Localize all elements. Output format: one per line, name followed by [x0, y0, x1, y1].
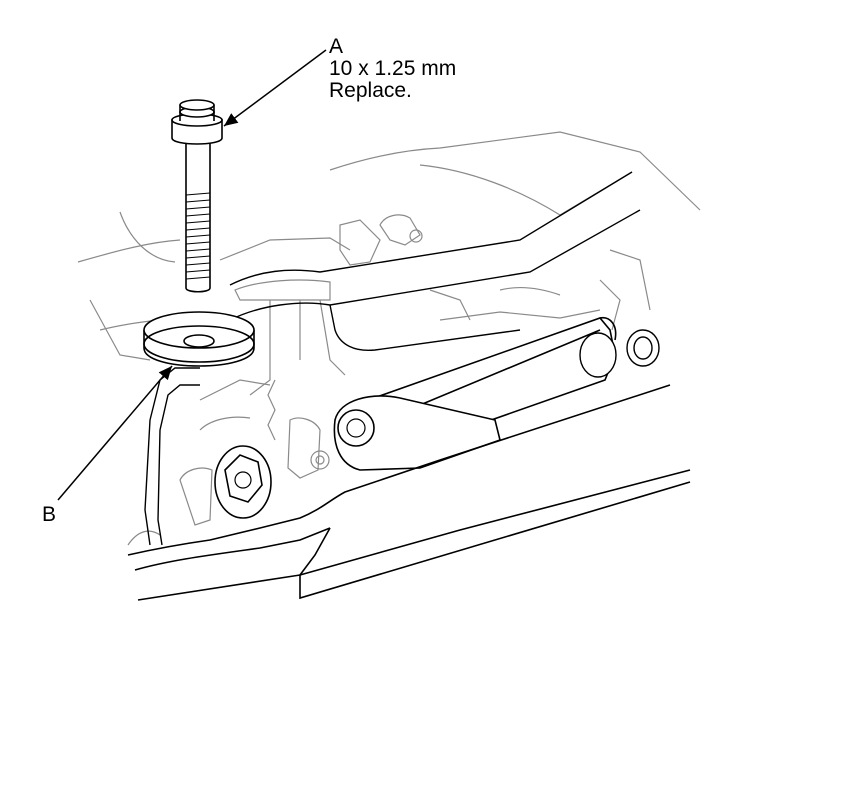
washer	[143, 311, 255, 367]
callout-a-spec: 10 x 1.25 mm	[329, 57, 457, 80]
callout-b-letter: B	[42, 503, 57, 526]
callout-a-note: Replace.	[329, 79, 412, 102]
leader-line-a	[223, 49, 327, 127]
stabilizer-link	[144, 367, 200, 546]
callout-a-letter: A	[329, 35, 344, 58]
bushing	[333, 395, 501, 471]
callout-a: A 10 x 1.25 mm Replace.	[329, 36, 456, 102]
callout-b: B	[42, 504, 56, 526]
bolt	[171, 99, 223, 293]
bolt-threads	[185, 192, 211, 280]
vehicle-body-outline	[77, 131, 701, 546]
flange-nut	[214, 445, 272, 519]
leader-line-b	[57, 365, 173, 501]
ball-joint	[579, 329, 660, 378]
crossmember	[229, 171, 641, 352]
subframe	[127, 384, 691, 601]
